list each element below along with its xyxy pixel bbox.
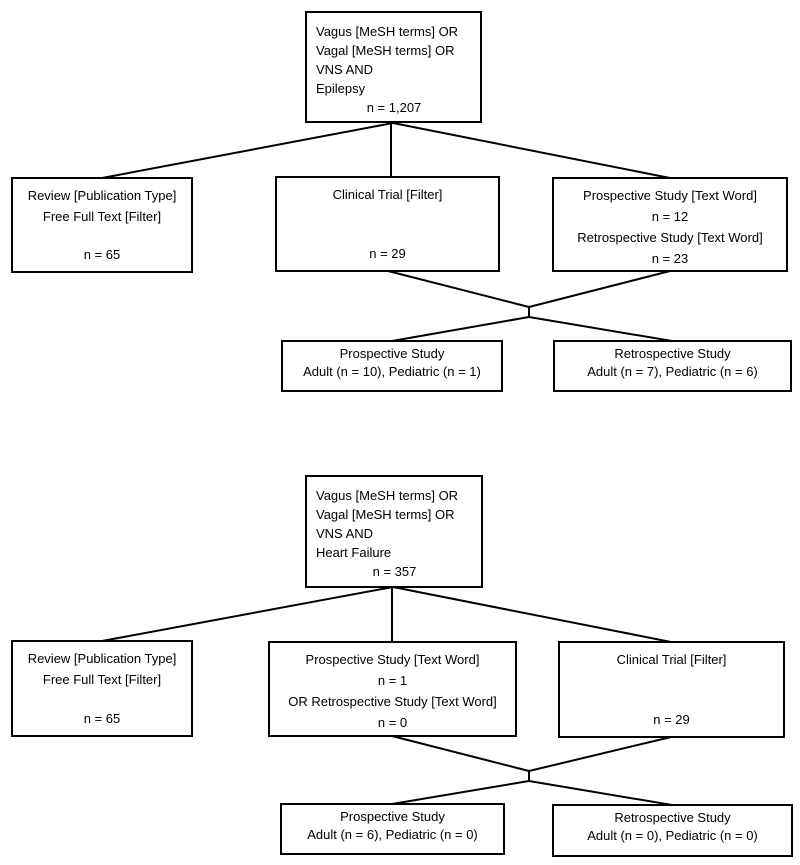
filter-box-study-type: Prospective Study [Text Word] n = 12 Ret… [552, 177, 788, 272]
search-query-box-heart-failure: Vagus [MeSH terms] OR Vagal [MeSH terms]… [305, 475, 483, 588]
result-count: n = 29 [369, 246, 406, 261]
query-term-line: Vagus [MeSH terms] OR [316, 24, 459, 39]
outcome-detail: Adult (n = 6), Pediatric (n = 0) [307, 827, 478, 842]
query-term-line: Vagal [MeSH terms] OR [316, 507, 455, 522]
result-count: n = 0 [377, 715, 408, 730]
filter-label: Prospective Study [Text Word] [583, 188, 757, 203]
result-count: n = 65 [83, 711, 121, 726]
outcome-detail: Adult (n = 7), Pediatric (n = 6) [587, 364, 758, 379]
query-term-line: Heart Failure [316, 545, 392, 560]
outcome-detail: Adult (n = 10), Pediatric (n = 1) [303, 364, 481, 379]
filter-label: Free Full Text [Filter] [42, 209, 162, 224]
result-count: n = 1,207 [366, 100, 422, 115]
query-term-line: VNS AND [316, 62, 374, 77]
query-term-line: Vagus [MeSH terms] OR [316, 488, 459, 503]
outcome-title: Prospective Study [339, 346, 445, 361]
filter-label: Review [Publication Type] [27, 651, 177, 666]
query-term-line: Epilepsy [316, 81, 366, 96]
query-term-line: Vagal [MeSH terms] OR [316, 43, 455, 58]
result-count: n = 1 [377, 673, 408, 688]
search-query-box-epilepsy: Vagus [MeSH terms] OR Vagal [MeSH terms]… [305, 11, 482, 123]
filter-label: Review [Publication Type] [27, 188, 177, 203]
outcome-box-prospective: Prospective Study Adult (n = 10), Pediat… [281, 340, 503, 392]
outcome-box-retrospective: Retrospective Study Adult (n = 7), Pedia… [553, 340, 792, 392]
outcome-box-prospective: Prospective Study Adult (n = 6), Pediatr… [280, 803, 505, 855]
result-count: n = 29 [653, 712, 690, 727]
filter-label: Retrospective Study [Text Word] [577, 230, 763, 245]
filter-box-review: Review [Publication Type] Free Full Text… [11, 640, 193, 737]
result-count: n = 65 [83, 247, 121, 262]
outcome-box-retrospective: Retrospective Study Adult (n = 0), Pedia… [552, 804, 793, 857]
result-count: n = 23 [651, 251, 689, 266]
outcome-title: Retrospective Study [614, 810, 731, 825]
outcome-detail: Adult (n = 0), Pediatric (n = 0) [587, 828, 758, 843]
filter-box-review: Review [Publication Type] Free Full Text… [11, 177, 193, 273]
result-count: n = 12 [651, 209, 689, 224]
filter-label: Clinical Trial [Filter] [332, 187, 443, 202]
result-count: n = 357 [372, 564, 417, 579]
outcome-title: Prospective Study [340, 809, 445, 824]
filter-box-study-type: Prospective Study [Text Word] n = 1 OR R… [268, 641, 517, 737]
filter-label: Prospective Study [Text Word] [305, 652, 480, 667]
filter-label: Free Full Text [Filter] [42, 672, 162, 687]
filter-label: Clinical Trial [Filter] [616, 652, 727, 667]
outcome-title: Retrospective Study [614, 346, 731, 361]
query-term-line: VNS AND [316, 526, 374, 541]
filter-box-clinical-trial: Clinical Trial [Filter] n = 29 [558, 641, 785, 738]
filter-label: OR Retrospective Study [Text Word] [288, 694, 497, 709]
filter-box-clinical-trial: Clinical Trial [Filter] n = 29 [275, 176, 500, 272]
